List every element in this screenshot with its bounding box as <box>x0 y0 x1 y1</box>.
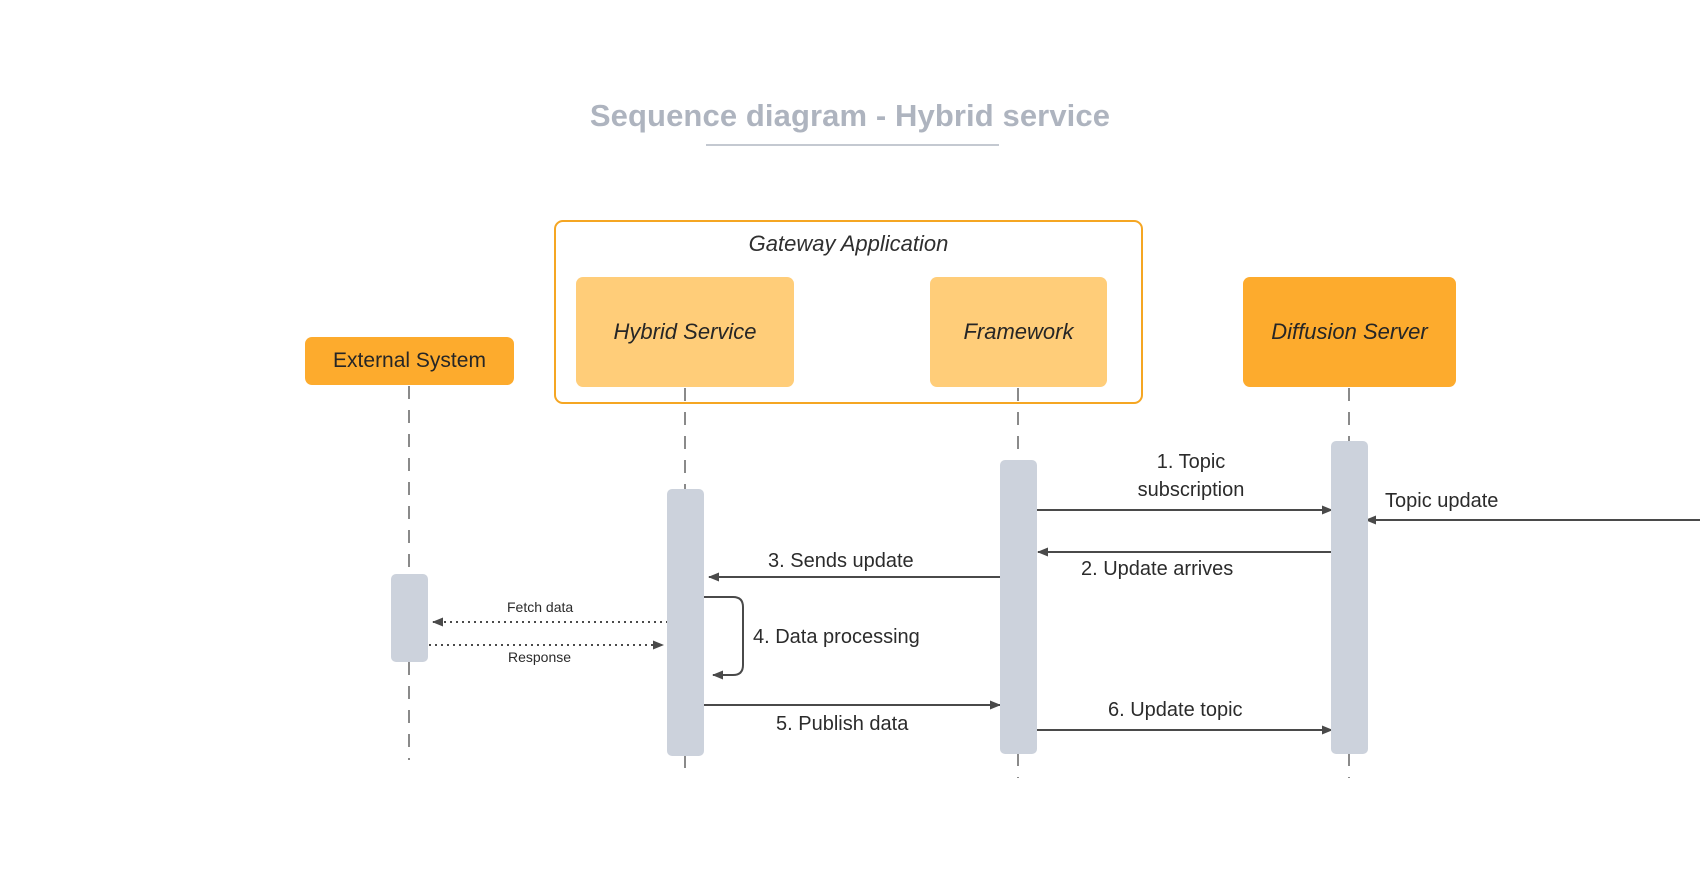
activation-bar-hybrid <box>667 489 704 756</box>
participant-framework[interactable]: Framework <box>930 277 1107 387</box>
message-label-topic-subscription-line2: subscription <box>1137 479 1245 501</box>
message-label-topic-subscription-line1: 1. Topic <box>1156 451 1226 473</box>
group-label: Gateway Application <box>748 231 949 256</box>
participant-label: External System <box>333 349 486 372</box>
activation-bar-external <box>391 574 428 662</box>
message-label-fetch-data: Fetch data <box>507 599 574 615</box>
message-label-topic-update: Topic update <box>1385 490 1499 512</box>
participant-label: Hybrid Service <box>613 319 757 344</box>
message-label-update-arrives: 2. Update arrives <box>1081 558 1234 580</box>
participant-external-system[interactable]: External System <box>305 337 514 385</box>
activation-bar-framework <box>1000 460 1037 754</box>
message-label-update-topic: 6. Update topic <box>1108 699 1243 721</box>
participant-label: Diffusion Server <box>1271 319 1428 344</box>
message-label-sends-update: 3. Sends update <box>768 550 914 572</box>
page-title: Sequence diagram - Hybrid service <box>589 98 1111 133</box>
message-label-publish-data: 5. Publish data <box>776 713 909 735</box>
title-underline <box>706 144 999 146</box>
participant-hybrid-service[interactable]: Hybrid Service <box>576 277 794 387</box>
arrow-data-processing-self-loop <box>703 596 744 680</box>
participant-diffusion-server[interactable]: Diffusion Server <box>1243 277 1456 387</box>
participant-label: Framework <box>963 319 1074 344</box>
activation-bar-diffusion <box>1331 441 1368 754</box>
message-label-response: Response <box>508 649 572 665</box>
message-label-data-processing: 4. Data processing <box>753 626 920 648</box>
